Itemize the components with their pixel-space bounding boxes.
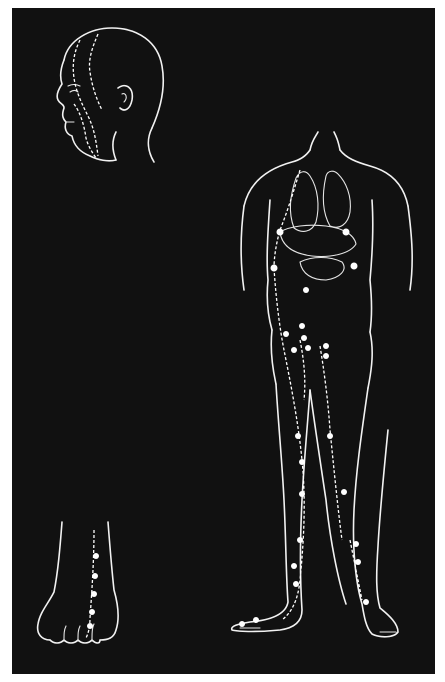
acupoint [305, 345, 311, 351]
acupoint [92, 573, 98, 579]
foot-front-view [38, 522, 119, 643]
acupoint [93, 553, 99, 559]
acupoint [291, 563, 297, 569]
acupoint [253, 617, 259, 623]
acupoint [89, 609, 95, 615]
body-front-view [232, 132, 412, 637]
acupoint [353, 541, 359, 547]
acupoint [295, 433, 301, 439]
acupoint [323, 343, 329, 349]
acupoint [355, 559, 361, 565]
acupoint [87, 623, 93, 629]
acupoint [239, 621, 245, 627]
acupoint [271, 265, 278, 272]
acupoint [91, 591, 97, 597]
acupoint [303, 287, 309, 293]
acupoint [341, 489, 347, 495]
acupoint [299, 323, 305, 329]
acupoint [293, 581, 299, 587]
acupoint [327, 433, 333, 439]
acupoint [291, 347, 297, 353]
head-profile [57, 28, 163, 162]
acupoint [343, 229, 350, 236]
acupoint [297, 537, 303, 543]
acupoint [301, 335, 307, 341]
acupoint [351, 263, 358, 270]
acupoint [363, 599, 369, 605]
acupoint [323, 353, 329, 359]
acupoint [299, 491, 305, 497]
acupoint [299, 459, 305, 465]
acupoint [277, 229, 284, 236]
acupoint [283, 331, 289, 337]
